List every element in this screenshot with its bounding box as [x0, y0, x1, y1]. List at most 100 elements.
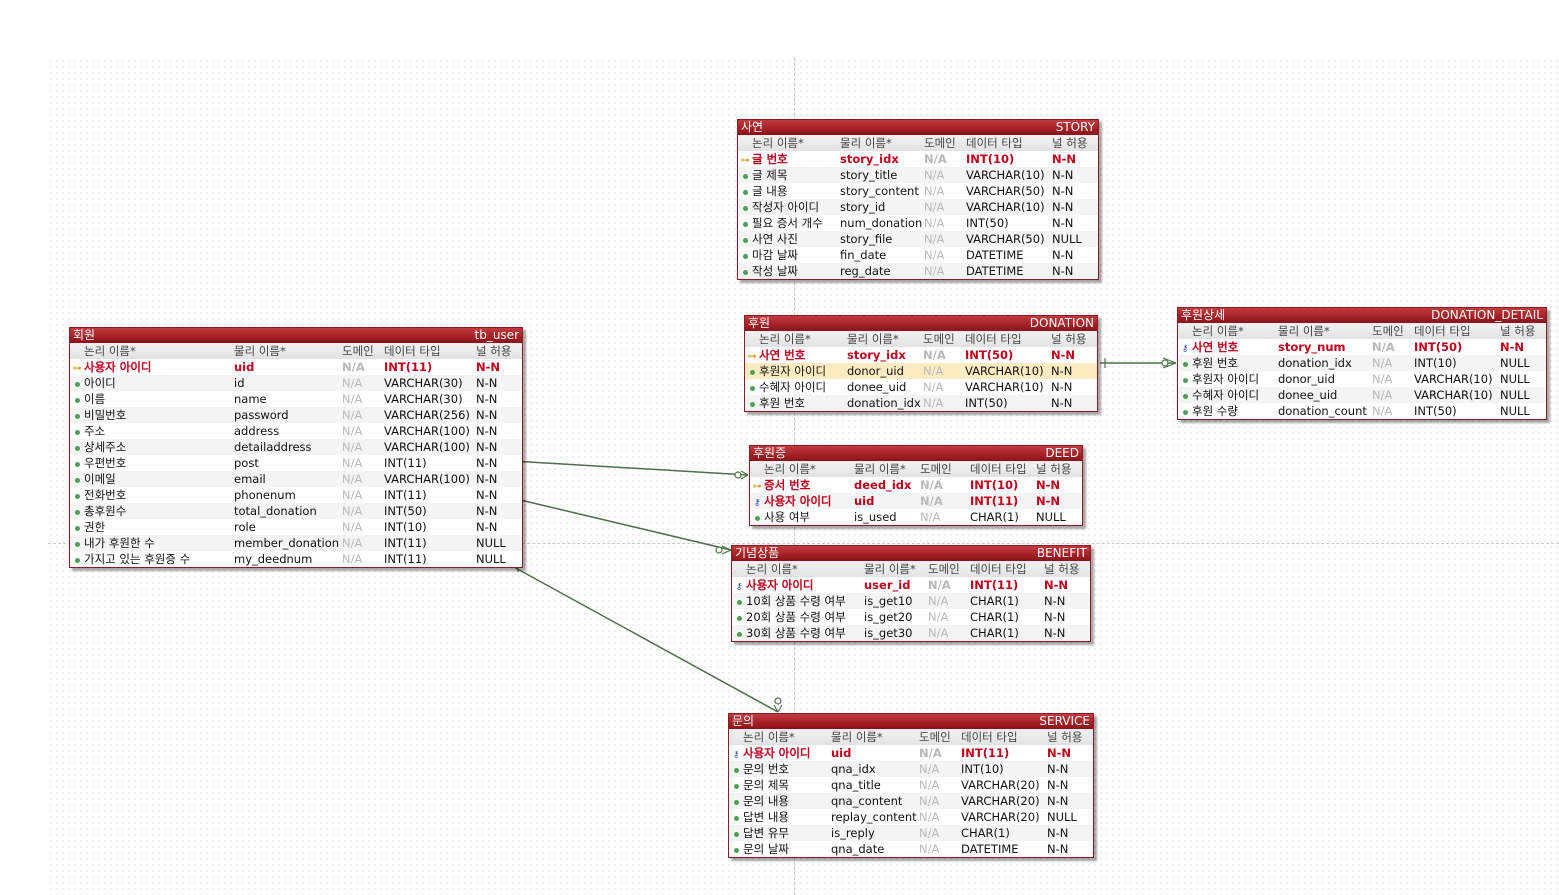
attribute-domain: N/A	[342, 440, 363, 454]
attribute-domain: N/A	[919, 778, 940, 792]
attribute-data-type: VARCHAR(30)	[384, 392, 463, 406]
entity-physical-name: tb_user	[474, 328, 520, 342]
column-header: 도메인	[924, 136, 956, 150]
attribute-physical-name: email	[234, 472, 266, 486]
attribute-domain: N/A	[923, 348, 946, 362]
attribute-nullable: N-N	[1052, 200, 1074, 214]
attribute-domain: N/A	[924, 216, 945, 230]
attribute-physical-name: qna_content	[831, 794, 903, 808]
attribute-nullable: N-N	[476, 360, 501, 374]
attribute-dot-icon	[1178, 355, 1192, 371]
attribute-domain: N/A	[1372, 356, 1393, 370]
column-header: 물리 이름*	[840, 136, 892, 150]
attribute-domain: N/A	[342, 376, 363, 390]
attribute-data-type: VARCHAR(10)	[965, 380, 1044, 394]
attribute-dot-icon	[729, 809, 743, 825]
attribute-nullable: N-N	[1052, 152, 1077, 166]
attribute-dot-icon	[70, 407, 84, 423]
attribute-physical-name: is_used	[854, 510, 897, 524]
attribute-domain: N/A	[919, 810, 940, 824]
attribute-data-type: DATETIME	[966, 264, 1024, 278]
entity-physical-name: DONATION	[1029, 316, 1094, 330]
attribute-physical-name: is_reply	[831, 826, 875, 840]
attribute-physical-name: story_title	[840, 168, 898, 182]
column-header: 물리 이름*	[831, 730, 883, 744]
attribute-physical-name: donee_uid	[1278, 388, 1338, 402]
column-header: 논리 이름*	[752, 136, 804, 150]
attribute-data-type: DATETIME	[966, 248, 1024, 262]
attribute-dot-icon	[729, 777, 743, 793]
attribute-data-type: VARCHAR(10)	[966, 168, 1045, 182]
column-header: 도메인	[1372, 324, 1404, 338]
attribute-nullable: N-N	[1047, 778, 1069, 792]
attribute-dot-icon	[745, 395, 759, 411]
attribute-domain: N/A	[342, 536, 363, 550]
attribute-nullable: N-N	[476, 424, 498, 438]
column-header: 물리 이름*	[864, 562, 916, 576]
attribute-nullable: N-N	[476, 520, 498, 534]
attribute-physical-name: member_donation	[234, 536, 340, 550]
attribute-domain: N/A	[920, 510, 941, 524]
entity-physical-name: BENEFIT	[1036, 546, 1087, 560]
